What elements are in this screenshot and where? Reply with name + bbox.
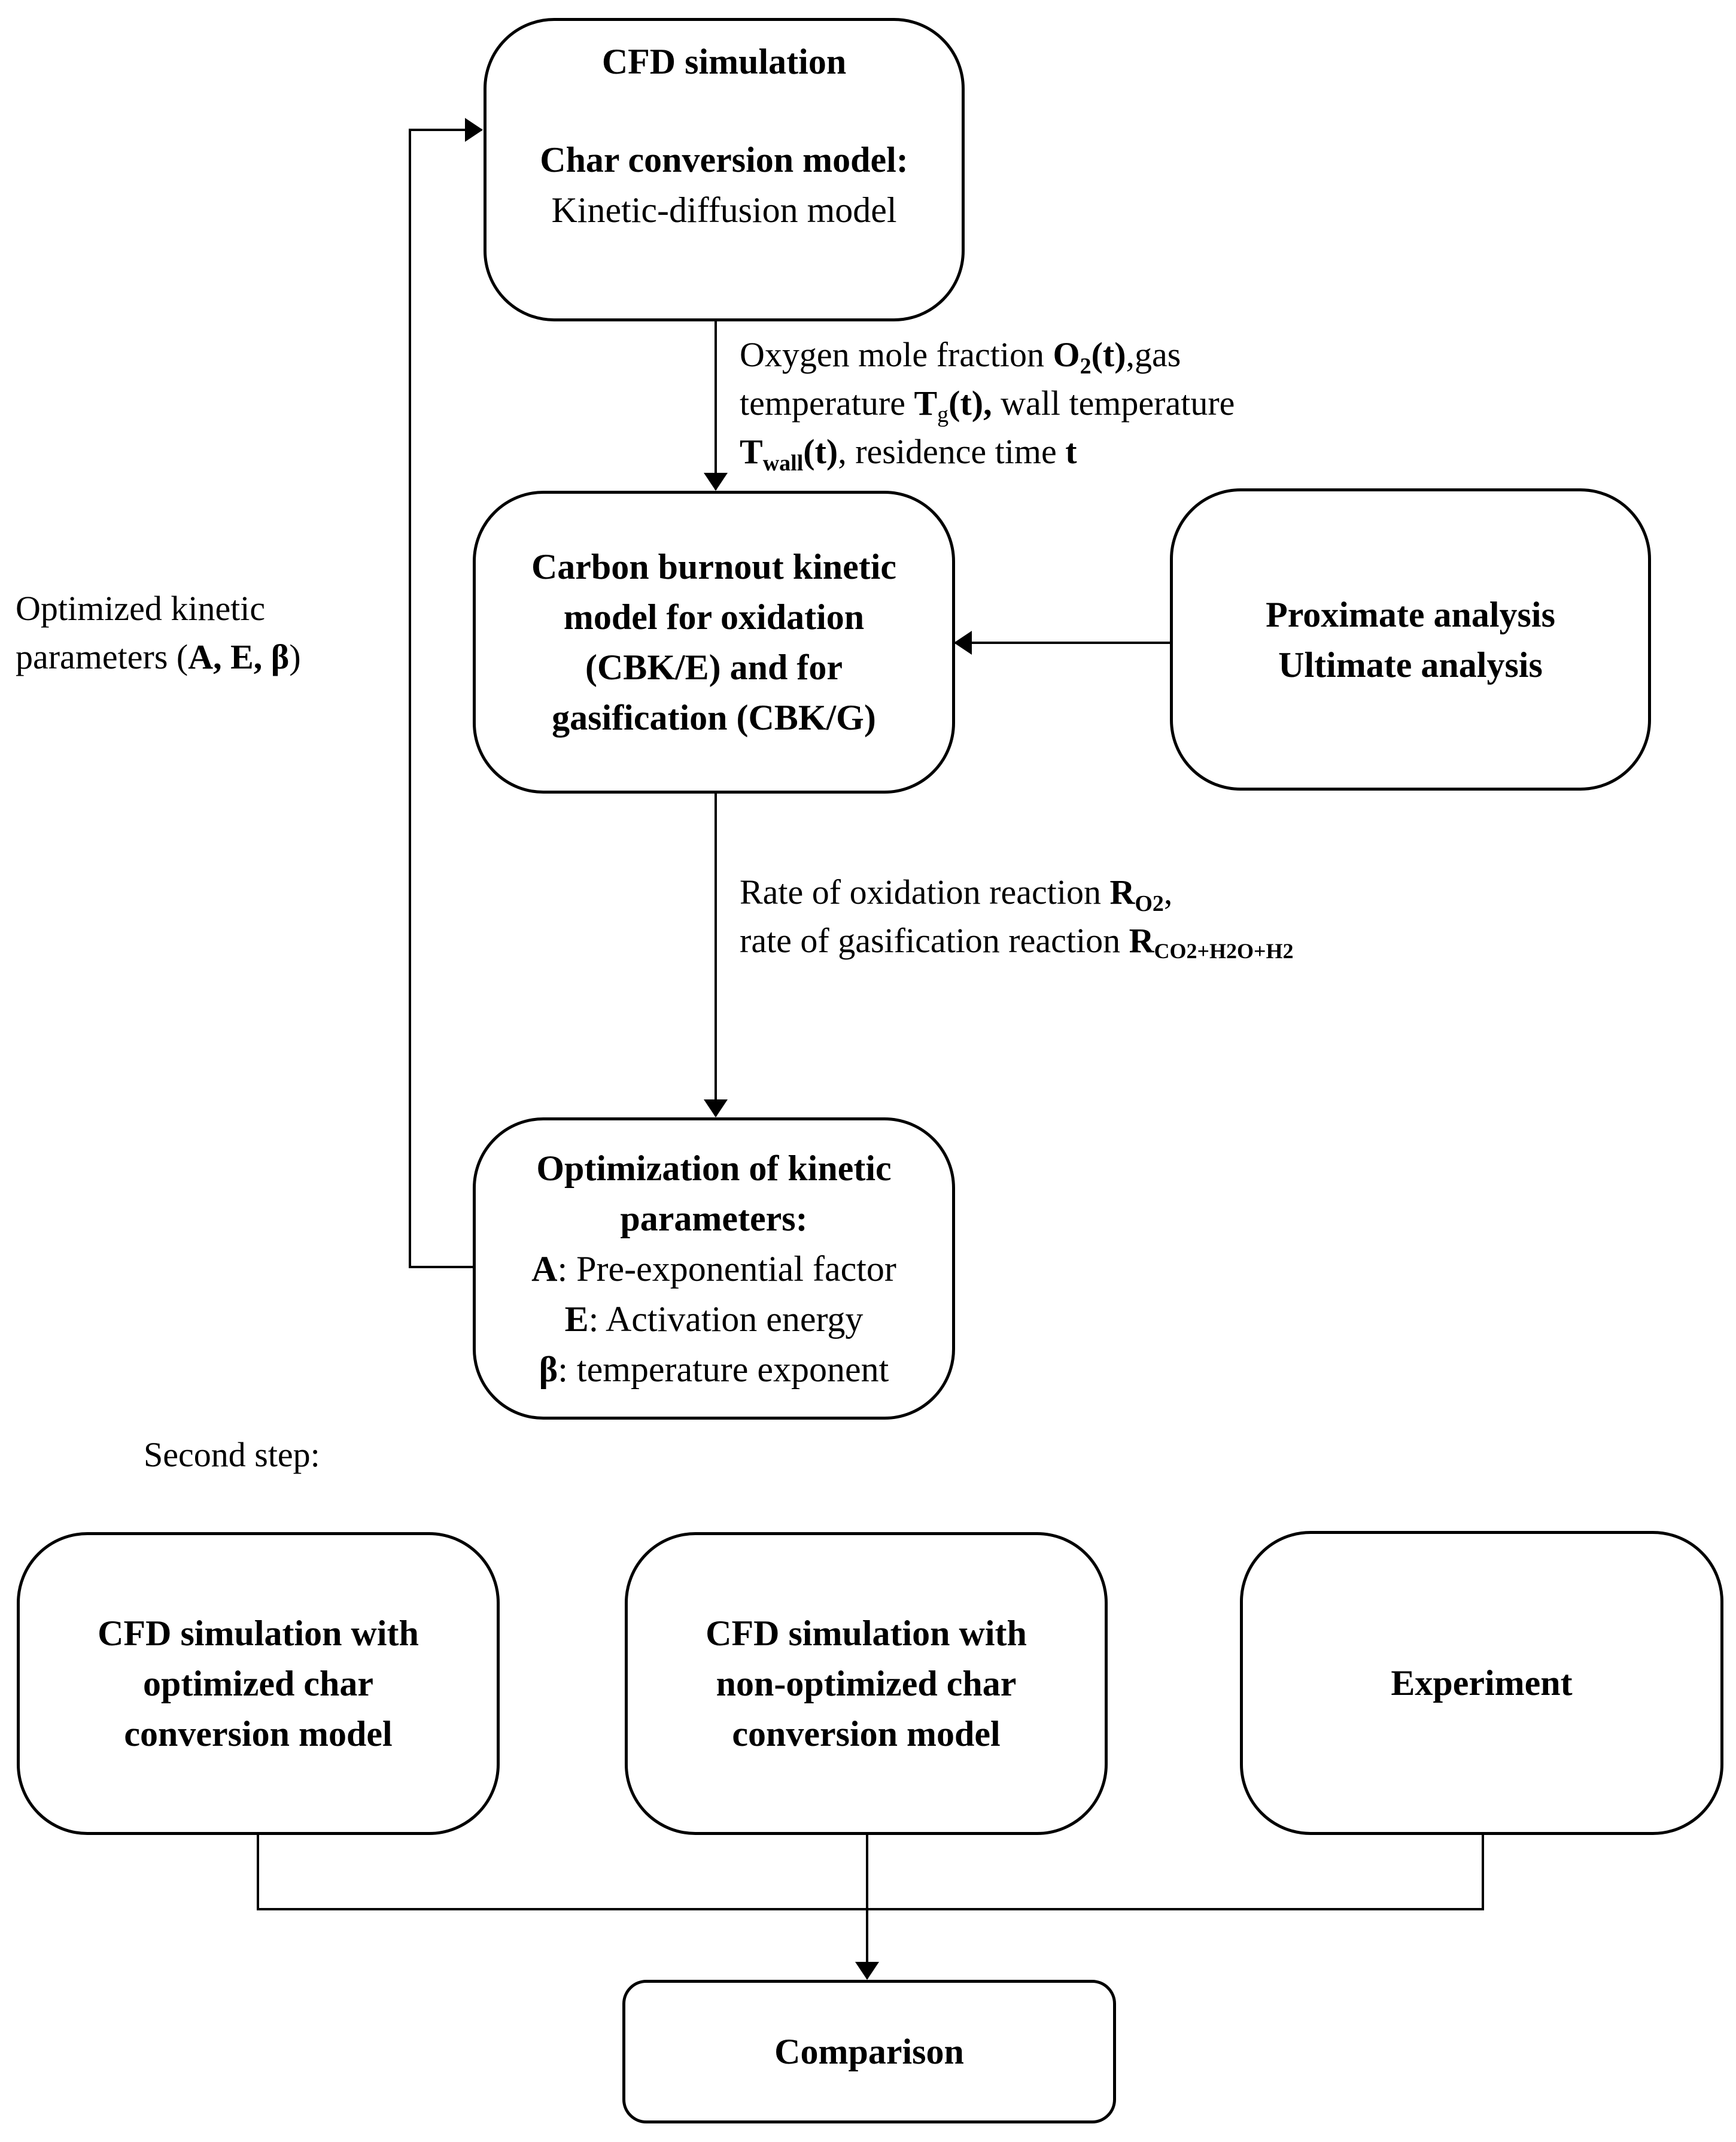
twall-subscript: wall — [762, 451, 804, 476]
optimized-cfd-line-2: optimized char — [143, 1664, 373, 1703]
comparison-box: Comparison — [622, 1980, 1116, 2123]
flow1-line-3: Twall(t), residence time t — [740, 427, 1235, 476]
flow1-line-2: temperature Tg(t), wall temperature — [740, 379, 1235, 427]
experiment-box: Experiment — [1240, 1531, 1723, 1835]
cbk-line-4: gasification (CBK/G) — [552, 698, 876, 737]
optimized-cfd-line-1: CFD simulation with — [98, 1614, 419, 1653]
connector-optimized-to-comparison — [257, 1835, 867, 1910]
flow2-text-c: rate of gasification reaction — [740, 921, 1129, 961]
o2-symbol: O — [1053, 335, 1080, 374]
flow-label-cfd-to-cbk: Oxygen mole fraction O2(t),gas temperatu… — [740, 330, 1235, 476]
flow2-line-2: rate of gasification reaction RCO2+H2O+H… — [740, 916, 1294, 965]
param-e-row: E: Activation energy — [565, 1294, 864, 1344]
feedback-text-a: parameters ( — [16, 637, 189, 677]
param-beta-row: β: temperature exponent — [539, 1344, 889, 1394]
twall-symbol: T — [740, 432, 763, 472]
feedback-loop-line — [409, 129, 482, 1268]
rgas-subscript: CO2+H2O+H2 — [1154, 939, 1294, 964]
param-e-text: : Activation energy — [588, 1299, 864, 1339]
flow1-text-c: temperature — [740, 384, 914, 423]
second-step-label: Second step: — [144, 1435, 320, 1474]
flow2-text-a: Rate of oxidation reaction — [740, 873, 1110, 912]
comparison-text: Comparison — [774, 2032, 964, 2071]
flow1-line-1: Oxygen mole fraction O2(t),gas — [740, 330, 1235, 379]
param-beta-symbol: β — [539, 1349, 558, 1389]
cbk-line-2: model for oxidation — [563, 597, 865, 637]
kinetic-diffusion-text: Kinetic-diffusion model — [551, 190, 897, 230]
feedback-text-b: ) — [289, 637, 301, 677]
param-a-symbol: A — [531, 1248, 558, 1289]
time-symbol: t — [1065, 432, 1077, 472]
param-a-row: A: Pre-exponential factor — [531, 1244, 896, 1294]
feedback-label: Optimized kinetic parameters (A, E, β) — [16, 584, 301, 681]
nonoptimized-cfd-line-2: non-optimized char — [716, 1664, 1017, 1703]
feedback-params: A, E, β — [188, 637, 290, 677]
param-e-symbol: E — [564, 1299, 589, 1339]
flow2-text-b: , — [1163, 873, 1173, 912]
arrowhead-cfd-to-cbk — [704, 473, 728, 491]
tg-symbol: T — [914, 384, 938, 423]
nonoptimized-cfd-line-3: conversion model — [732, 1714, 1001, 1754]
flow1-text-b: ,gas — [1126, 335, 1181, 374]
tg-subscript: g — [937, 402, 949, 428]
analysis-box: Proximate analysis Ultimate analysis — [1170, 488, 1651, 791]
cfd-title: CFD simulation — [601, 42, 847, 81]
flow1-text-a: Oxygen mole fraction — [740, 335, 1053, 374]
ro2-subscript: O2 — [1135, 891, 1164, 916]
ultimate-analysis-text: Ultimate analysis — [1278, 645, 1543, 685]
ro2-symbol: R — [1109, 873, 1135, 912]
optimized-cfd-box: CFD simulation with optimized char conve… — [17, 1532, 500, 1835]
cbk-model-box: Carbon burnout kinetic model for oxidati… — [473, 491, 955, 794]
tg-argument: (t), — [948, 384, 992, 423]
rgas-symbol: R — [1129, 921, 1154, 961]
twall-argument: (t) — [803, 432, 838, 472]
cbk-line-3: (CBK/E) and for — [585, 648, 843, 687]
flow2-line-1: Rate of oxidation reaction RO2, — [740, 868, 1294, 916]
char-conversion-heading: Char conversion model: — [540, 140, 908, 180]
feedback-line-2: parameters (A, E, β) — [16, 633, 301, 681]
connector-experiment-to-comparison — [867, 1835, 1484, 1910]
param-a-text: : Pre-exponential factor — [557, 1248, 896, 1289]
optimization-line-2: parameters: — [620, 1198, 808, 1238]
arrowhead-cbk-to-optimization — [704, 1099, 728, 1117]
feedback-line-1: Optimized kinetic — [16, 589, 266, 628]
experiment-text: Experiment — [1391, 1663, 1573, 1703]
cfd-simulation-box: CFD simulation Char conversion model: Ki… — [484, 18, 965, 321]
optimization-box: Optimization of kinetic parameters: A: P… — [473, 1117, 955, 1420]
optimization-line-1: Optimization of kinetic — [536, 1148, 892, 1188]
arrowhead-feedback — [465, 118, 483, 142]
proximate-analysis-text: Proximate analysis — [1266, 594, 1555, 634]
o2-subscript: 2 — [1080, 354, 1092, 379]
o2-argument: (t) — [1091, 335, 1126, 374]
cbk-line-1: Carbon burnout kinetic — [531, 547, 897, 587]
nonoptimized-cfd-line-1: CFD simulation with — [706, 1614, 1027, 1653]
flow-label-cbk-to-optimization: Rate of oxidation reaction RO2, rate of … — [740, 868, 1294, 965]
nonoptimized-cfd-box: CFD simulation with non-optimized char c… — [625, 1532, 1108, 1835]
optimized-cfd-line-3: conversion model — [124, 1714, 393, 1754]
arrowhead-to-comparison — [855, 1962, 879, 1980]
arrowhead-analysis-to-cbk — [954, 631, 972, 655]
flow1-text-e: , residence time — [838, 432, 1066, 472]
flow1-text-d: wall temperature — [992, 384, 1235, 423]
param-beta-text: : temperature exponent — [558, 1349, 889, 1389]
